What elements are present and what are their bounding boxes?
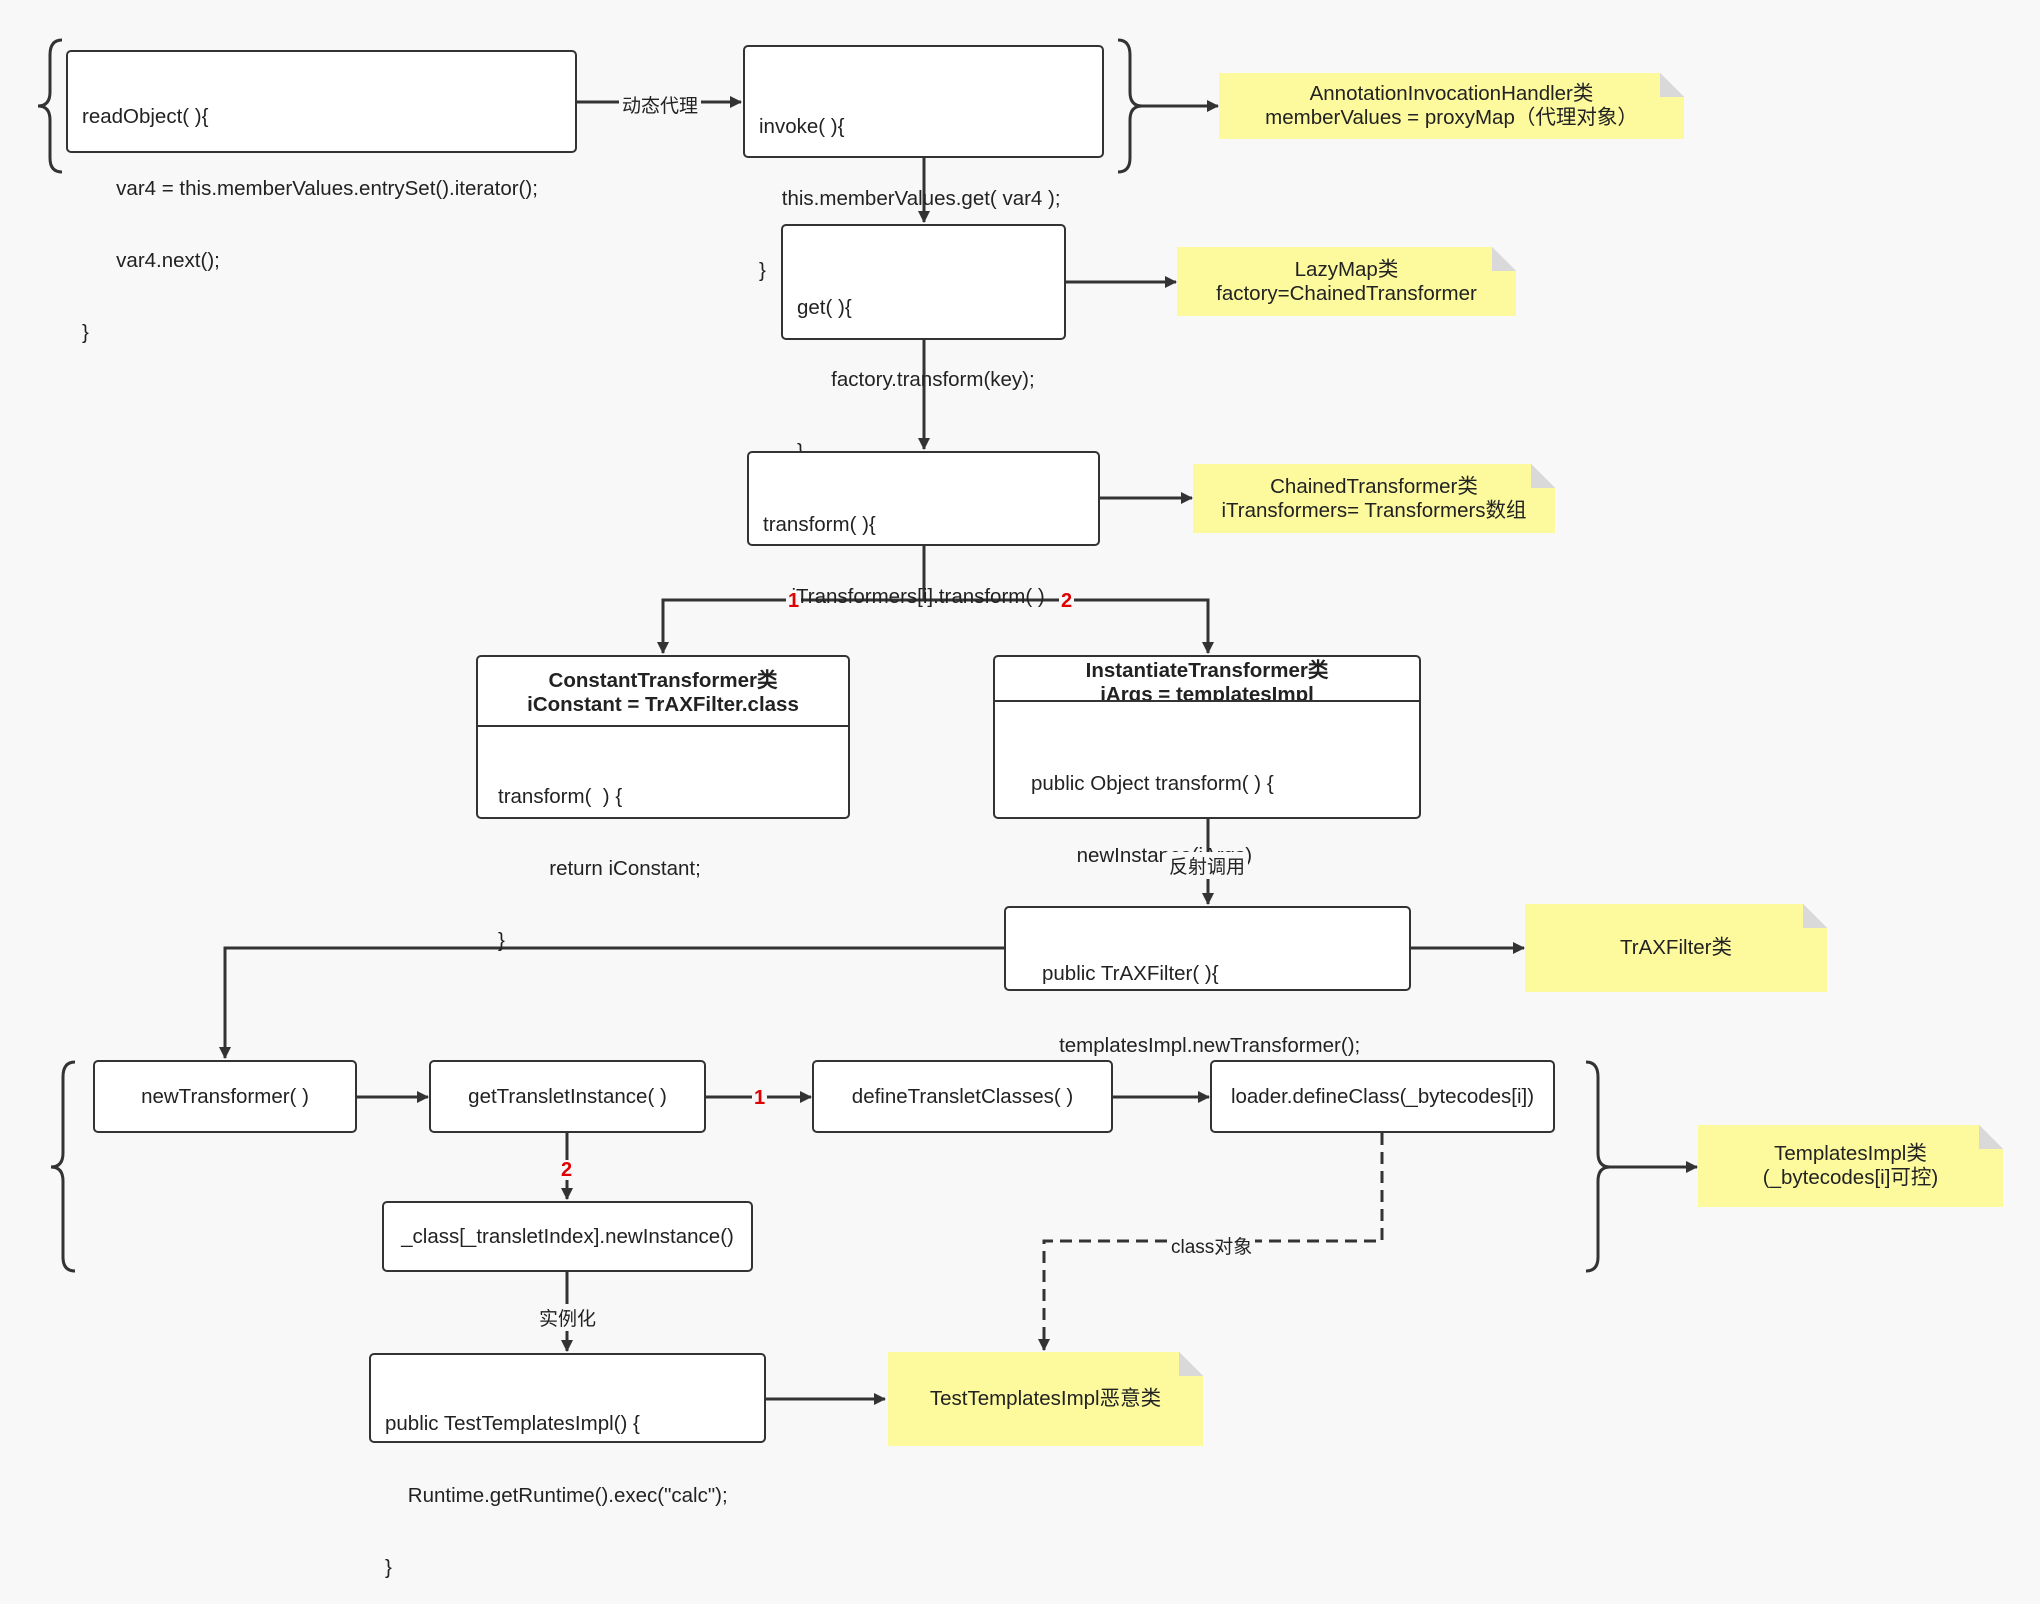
method-label: defineTransletClasses( ) bbox=[851, 1084, 1074, 1108]
code-line: public TestTemplatesImpl() { bbox=[385, 1412, 640, 1435]
class-new-instance-box: _class[_transletIndex].newInstance() bbox=[382, 1201, 753, 1272]
code-line: get( ){ bbox=[797, 296, 852, 319]
note-line: TestTemplatesImpl恶意类 bbox=[929, 1387, 1162, 1410]
arrow-traxfilter-to-newtransformer bbox=[219, 946, 1005, 1059]
note-test-templates-impl: TestTemplatesImpl恶意类 bbox=[888, 1352, 1203, 1446]
arrow-transform-branch-2 bbox=[924, 598, 1214, 654]
code-line: } bbox=[82, 321, 89, 344]
brace-right-bottom bbox=[1585, 1060, 1611, 1273]
new-transformer-box: newTransformer( ) bbox=[93, 1060, 357, 1133]
label-class-object: class对象 bbox=[1168, 1232, 1256, 1259]
get-translet-instance-box: getTransletInstance( ) bbox=[429, 1060, 706, 1133]
code-line: } bbox=[498, 929, 505, 952]
code-line: public TrAXFilter( ){ bbox=[1042, 962, 1219, 985]
branch-number-2: 2 bbox=[1059, 590, 1075, 612]
class-line: InstantiateTransformer类 bbox=[1085, 659, 1329, 682]
code-line: transform( ){ bbox=[763, 513, 876, 536]
method-label: newTransformer( ) bbox=[141, 1084, 309, 1108]
traxfilter-box: public TrAXFilter( ){ templatesImpl.newT… bbox=[1004, 906, 1411, 1129]
code-line: iTransformers[i].transform( ) bbox=[763, 585, 1045, 608]
method-label: _class[_transletIndex].newInstance() bbox=[401, 1224, 734, 1248]
code-line: } bbox=[759, 259, 766, 282]
method-label: getTransletInstance( ) bbox=[468, 1084, 667, 1108]
instantiate-transformer-header: InstantiateTransformer类 iArgs = template… bbox=[995, 657, 1419, 702]
brace-right-top bbox=[1117, 38, 1143, 174]
get-box: get( ){ factory.transform(key); } bbox=[781, 224, 1066, 463]
brace-left-bottom bbox=[50, 1060, 76, 1273]
brace-left-top bbox=[37, 38, 63, 174]
step-number-2: 2 bbox=[559, 1159, 575, 1181]
readobject-box: readObject( ){ var4 = this.memberValues.… bbox=[66, 50, 577, 344]
code-line: invoke( ){ bbox=[759, 115, 845, 138]
code-line: var4 = this.memberValues.entrySet().iter… bbox=[82, 177, 538, 200]
code-line: templatesImpl.newTransformer(); bbox=[1042, 1034, 1361, 1057]
class-line: iArgs = templatesImpl bbox=[1100, 683, 1314, 702]
branch-number-1: 1 bbox=[786, 590, 802, 612]
note-line: AnnotationInvocationHandler类 bbox=[1309, 82, 1594, 105]
note-line: TrAXFilter类 bbox=[1620, 936, 1732, 959]
constant-transformer-box: ConstantTransformer类 iConstant = TrAXFil… bbox=[476, 655, 850, 952]
code-line: } bbox=[385, 1556, 392, 1579]
note-line: iTransformers= Transformers数组 bbox=[1221, 498, 1527, 522]
label-dynamic-proxy: 动态代理 bbox=[619, 91, 702, 118]
class-line: iConstant = TrAXFilter.class bbox=[527, 693, 799, 716]
note-annotation-invocation-handler: AnnotationInvocationHandler类 memberValue… bbox=[1219, 73, 1684, 139]
note-line: LazyMap类 bbox=[1294, 257, 1399, 281]
note-chained-transformer: ChainedTransformer类 iTransformers= Trans… bbox=[1193, 464, 1555, 533]
define-translet-classes-box: defineTransletClasses( ) bbox=[812, 1060, 1113, 1133]
step-number-1: 1 bbox=[752, 1087, 768, 1109]
code-line: public Object transform( ) { bbox=[1031, 772, 1274, 795]
note-line: TemplatesImpl类 bbox=[1774, 1142, 1927, 1165]
code-line: var4.next(); bbox=[82, 249, 220, 272]
label-instantiate: 实例化 bbox=[536, 1304, 600, 1331]
code-line: transform( ) { bbox=[498, 785, 623, 808]
note-line: factory=ChainedTransformer bbox=[1216, 281, 1477, 305]
note-traxfilter: TrAXFilter类 bbox=[1525, 904, 1827, 992]
code-line: this.memberValues.get( var4 ); bbox=[759, 187, 1061, 210]
instantiate-transformer-box: InstantiateTransformer类 iArgs = template… bbox=[993, 655, 1421, 939]
label-reflection-call: 反射调用 bbox=[1166, 852, 1249, 879]
constant-transformer-body: transform( ) { return iConstant; } bbox=[478, 727, 848, 1011]
code-line: readObject( ){ bbox=[82, 105, 209, 128]
note-lazymap: LazyMap类 factory=ChainedTransformer bbox=[1177, 247, 1516, 316]
note-line: ChainedTransformer类 bbox=[1270, 474, 1478, 498]
note-line: (_bytecodes[i]可控) bbox=[1762, 1166, 1939, 1189]
method-label: loader.defineClass(_bytecodes[i]) bbox=[1230, 1084, 1535, 1108]
code-line: return iConstant; bbox=[498, 857, 701, 880]
class-line: ConstantTransformer类 bbox=[548, 669, 778, 692]
note-templates-impl: TemplatesImpl类 (_bytecodes[i]可控) bbox=[1698, 1125, 2003, 1207]
transform-box: transform( ){ iTransformers[i].transform… bbox=[747, 451, 1100, 680]
test-templates-impl-box: public TestTemplatesImpl() { Runtime.get… bbox=[369, 1353, 766, 1579]
code-line: Runtime.getRuntime().exec("calc"); bbox=[385, 1484, 728, 1507]
loader-define-class-box: loader.defineClass(_bytecodes[i]) bbox=[1210, 1060, 1555, 1133]
note-line: memberValues = proxyMap（代理对象） bbox=[1265, 106, 1638, 129]
constant-transformer-header: ConstantTransformer类 iConstant = TrAXFil… bbox=[478, 657, 848, 727]
invoke-box: invoke( ){ this.memberValues.get( var4 )… bbox=[743, 45, 1104, 282]
code-line: factory.transform(key); bbox=[797, 368, 1035, 391]
